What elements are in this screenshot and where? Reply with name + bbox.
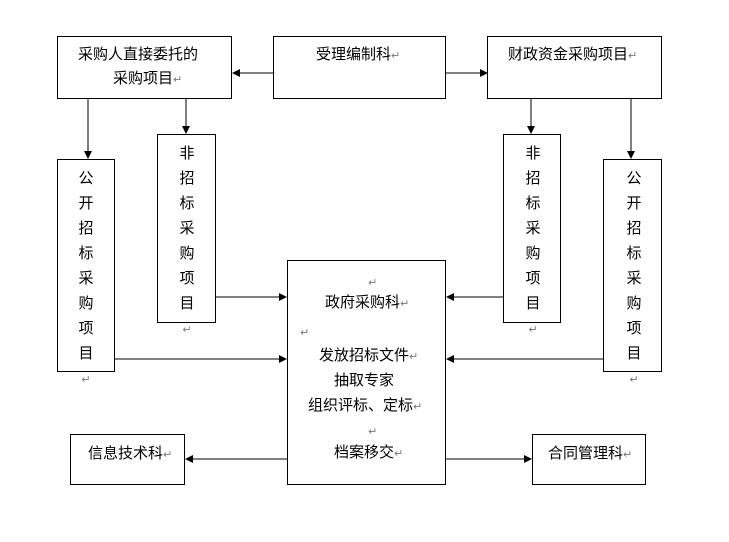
open-tender-right-box: 公开招标采购项目↵ bbox=[603, 159, 662, 386]
step-issue-tender-docs: 发放招标文件 bbox=[319, 346, 410, 364]
non-tender-right-label: 非招标采购项目 bbox=[525, 144, 541, 312]
gov-procurement-title: 政府采购科 bbox=[325, 293, 401, 311]
open-tender-left-box: 公开招标采购项目↵ bbox=[57, 159, 115, 386]
step-organize-evaluation: 组织评标、定标 bbox=[308, 396, 414, 414]
buyer-direct-box: 采购人直接委托的 采购项目↵ bbox=[57, 36, 232, 99]
acceptance-label: 受理编制科 bbox=[316, 45, 392, 63]
step-draw-experts: 抽取专家 bbox=[334, 371, 395, 389]
non-tender-left-label: 非招标采购项目 bbox=[179, 144, 195, 312]
buyer-direct-line2: 采购项目 bbox=[113, 69, 174, 87]
finance-label: 财政资金采购项目 bbox=[508, 45, 629, 63]
it-dept-box: 信息技术科↵ bbox=[70, 434, 185, 485]
it-dept-label: 信息技术科 bbox=[88, 444, 164, 462]
contract-dept-box: 合同管理科↵ bbox=[532, 434, 646, 485]
gov-procurement-box: ↵ 政府采购科↵ ↵ 发放招标文件↵ 抽取专家 组织评标、定标↵ ↵ 档案移交↵ bbox=[287, 260, 446, 485]
archive-transfer: 档案移交 bbox=[334, 443, 395, 461]
non-tender-right-box: 非招标采购项目↵ bbox=[503, 134, 561, 336]
finance-box: 财政资金采购项目↵ bbox=[487, 36, 662, 99]
open-tender-right-label: 公开招标采购项目 bbox=[626, 169, 642, 362]
contract-dept-label: 合同管理科 bbox=[548, 444, 624, 462]
open-tender-left-label: 公开招标采购项目 bbox=[78, 169, 94, 362]
non-tender-left-box: 非招标采购项目↵ bbox=[157, 134, 216, 336]
buyer-direct-line1: 采购人直接委托的 bbox=[78, 45, 199, 63]
acceptance-box: 受理编制科↵ bbox=[273, 36, 446, 99]
